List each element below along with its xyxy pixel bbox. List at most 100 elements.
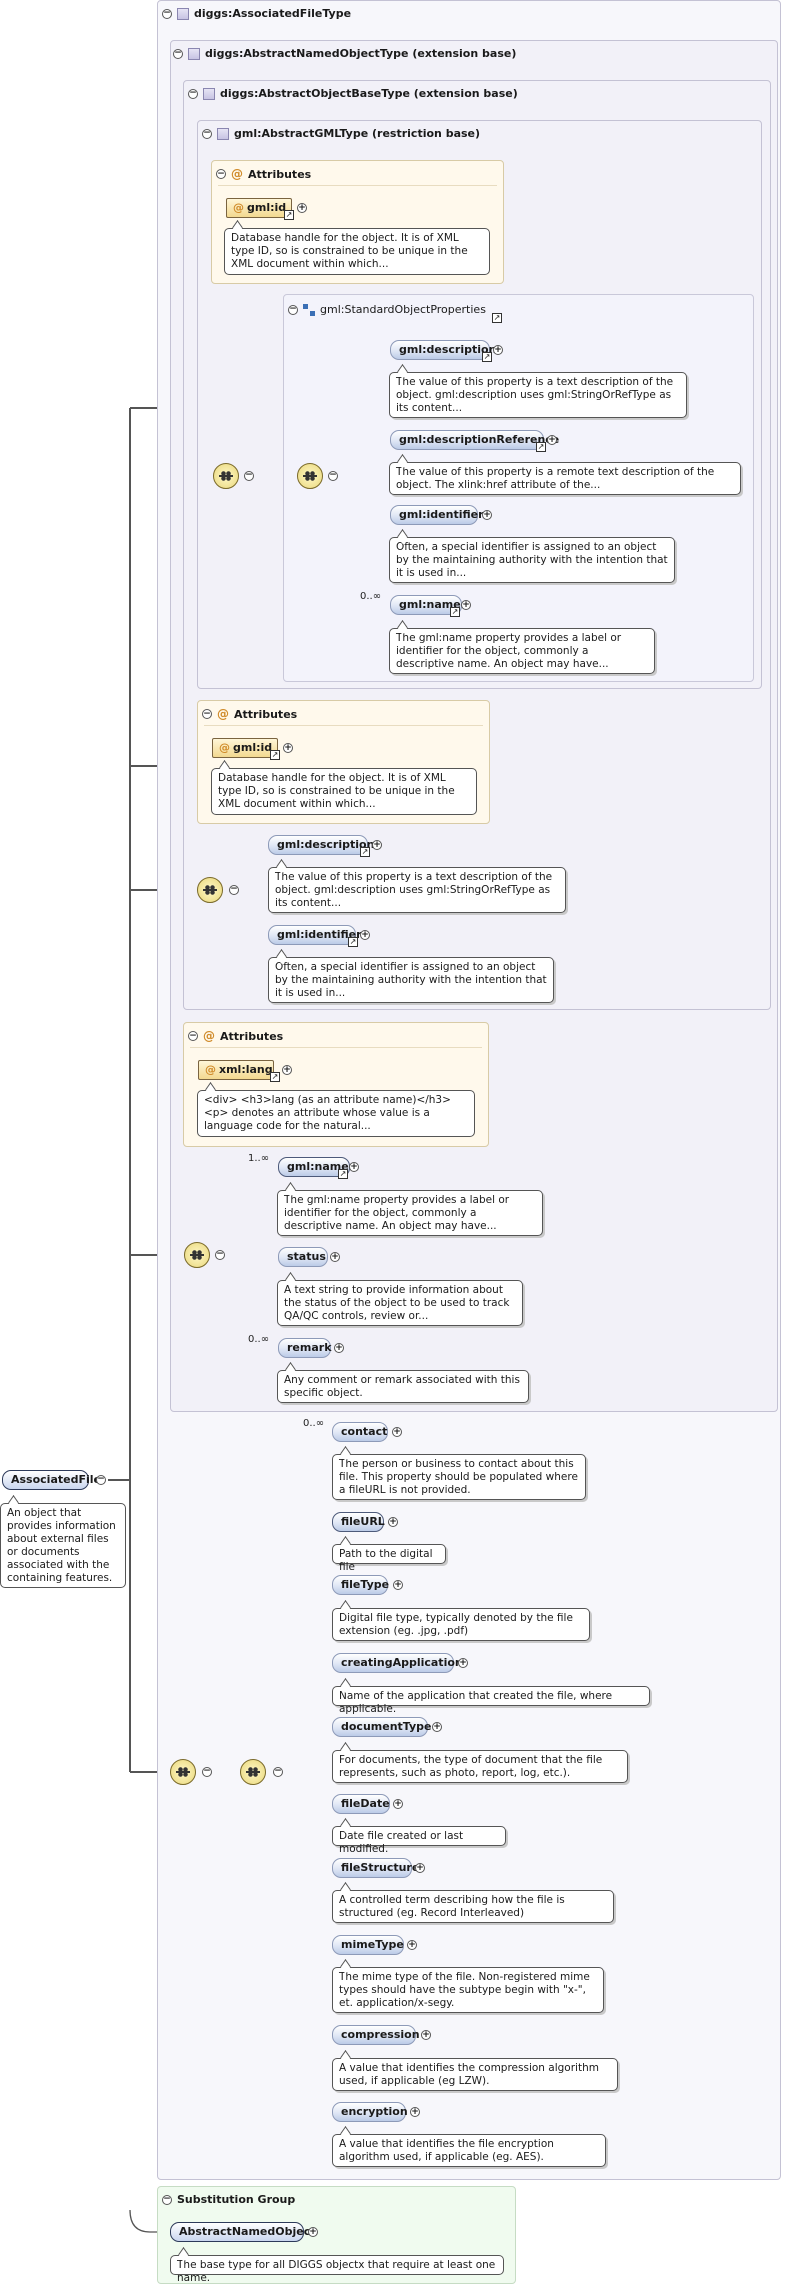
element-gml-description[interactable]: gml:description [268, 835, 374, 855]
cardinality-label: 0..∞ [360, 591, 382, 602]
root-element-associated-file[interactable]: AssociatedFile [2, 1470, 101, 1490]
collapse-toggle[interactable]: − [188, 88, 198, 99]
collapse-toggle[interactable]: − [328, 470, 338, 481]
reference-arrow-icon: ↗ [270, 750, 280, 760]
collapse-toggle[interactable]: − [173, 48, 183, 59]
attr-xml-lang[interactable]: xml:lang [198, 1060, 274, 1080]
collapse-toggle[interactable]: − [288, 304, 298, 315]
expand-plus-icon[interactable]: + [349, 1162, 359, 1172]
sequence-compositor-icon [170, 1759, 196, 1785]
element-gml-identifier[interactable]: gml:identifier [268, 925, 362, 945]
reference-arrow-icon: ↗ [536, 442, 546, 452]
element-file-structure[interactable]: fileStructure [332, 1858, 419, 1878]
cardinality-label: 1..∞ [248, 1153, 270, 1164]
complex-type-icon [203, 87, 215, 100]
collapse-toggle[interactable]: − [162, 8, 172, 19]
doc-file-structure: A controlled term describing how the fil… [332, 1890, 614, 1923]
element-gml-description[interactable]: gml:description [390, 340, 496, 360]
element-file-type[interactable]: fileType [332, 1575, 389, 1595]
expand-plus-icon[interactable]: + [493, 345, 503, 355]
expand-plus-icon[interactable]: + [372, 840, 382, 850]
doc-status: A text string to provide information abo… [277, 1280, 523, 1326]
element-abstract-named-object[interactable]: AbstractNamedObject [170, 2222, 315, 2242]
expand-plus-icon[interactable]: + [360, 930, 370, 940]
doc-gml-identifier: Often, a special identifier is assigned … [268, 957, 554, 1003]
type-title: diggs:AbstractNamedObjectType (extension… [205, 47, 517, 60]
element-file-date[interactable]: fileDate [332, 1794, 390, 1814]
expand-plus-icon[interactable]: + [308, 2227, 318, 2237]
doc-file-url: Path to the digital file [332, 1544, 446, 1573]
expand-plus-icon[interactable]: + [282, 1065, 292, 1075]
doc-remark: Any comment or remark associated with th… [277, 1370, 529, 1403]
expand-plus-icon[interactable]: + [407, 1940, 417, 1950]
collapse-toggle[interactable]: − [229, 884, 239, 895]
element-gml-name[interactable]: gml:name [278, 1157, 350, 1177]
expand-plus-icon[interactable]: + [482, 510, 492, 520]
element-file-url[interactable]: fileURL [332, 1512, 385, 1532]
attr-gml-id[interactable]: gml:id [226, 198, 292, 218]
attributes-label: Attributes [248, 167, 312, 181]
collapse-toggle[interactable]: − [273, 1766, 283, 1777]
attribute-icon: @ [203, 1029, 215, 1043]
complex-type-icon [217, 127, 229, 140]
attribute-icon: @ [231, 167, 243, 181]
expand-plus-icon[interactable]: + [393, 1799, 403, 1809]
element-mime-type[interactable]: mimeType [332, 1935, 404, 1955]
expand-plus-icon[interactable]: + [410, 2107, 420, 2117]
expand-plus-icon[interactable]: + [283, 743, 293, 753]
collapse-toggle[interactable]: − [188, 1030, 198, 1041]
reference-arrow-icon: ↗ [284, 210, 294, 220]
doc-compression: A value that identifies the compression … [332, 2058, 618, 2091]
substitution-group-label: Substitution Group [177, 2193, 296, 2206]
doc-gml-name: The gml:name property provides a label o… [277, 1190, 543, 1236]
expand-plus-icon[interactable]: + [330, 1252, 340, 1262]
element-gml-identifier[interactable]: gml:identifier [390, 505, 484, 525]
collapse-toggle[interactable]: − [216, 168, 226, 179]
doc-gml-description: The value of this property is a text des… [268, 867, 566, 913]
reference-arrow-icon: ↗ [348, 937, 358, 947]
attributes-label: Attributes [220, 1029, 284, 1043]
doc-document-type: For documents, the type of document that… [332, 1750, 628, 1783]
element-document-type[interactable]: documentType [332, 1717, 432, 1737]
expand-plus-icon[interactable]: + [388, 1517, 398, 1527]
expand-plus-icon[interactable]: + [334, 1343, 344, 1353]
element-encryption[interactable]: encryption [332, 2102, 408, 2122]
collapse-toggle[interactable]: − [202, 128, 212, 139]
type-title: diggs:AssociatedFileType [194, 7, 352, 20]
expand-plus-icon[interactable]: + [393, 1580, 403, 1590]
collapse-toggle[interactable]: − [162, 2194, 172, 2205]
reference-arrow-icon: ↗ [270, 1072, 280, 1082]
expand-plus-icon[interactable]: + [458, 1658, 468, 1668]
element-gml-name[interactable]: gml:name [390, 595, 462, 615]
collapse-toggle[interactable]: − [202, 1766, 212, 1777]
reference-arrow-icon: ↗ [482, 352, 492, 362]
doc-contact: The person or business to contact about … [332, 1454, 586, 1500]
expand-plus-icon[interactable]: + [547, 435, 557, 445]
collapse-toggle[interactable]: − [244, 470, 254, 481]
expand-plus-icon[interactable]: + [415, 1863, 425, 1873]
collapse-toggle[interactable]: − [215, 1249, 225, 1260]
doc-mime-type: The mime type of the file. Non-registere… [332, 1967, 604, 2013]
attr-gml-id[interactable]: gml:id [212, 738, 278, 758]
doc-xml-lang: <div> <h3>lang (as an attribute name)</h… [197, 1090, 475, 1137]
element-creating-application[interactable]: creatingApplication [332, 1653, 463, 1673]
doc-gml-name: The gml:name property provides a label o… [389, 628, 655, 674]
doc-creating-application: Name of the application that created the… [332, 1686, 650, 1715]
element-remark[interactable]: remark [278, 1338, 332, 1358]
collapse-toggle[interactable]: − [96, 1474, 106, 1485]
element-compression[interactable]: compression [332, 2025, 420, 2045]
cardinality-label: 0..∞ [248, 1334, 270, 1345]
expand-plus-icon[interactable]: + [432, 1722, 442, 1732]
element-contact[interactable]: contact [332, 1422, 388, 1442]
expand-plus-icon[interactable]: + [392, 1427, 402, 1437]
expand-plus-icon[interactable]: + [421, 2030, 431, 2040]
collapse-toggle[interactable]: − [202, 708, 212, 719]
doc-gml-id: Database handle for the object. It is of… [224, 228, 490, 275]
element-gml-description-reference[interactable]: gml:descriptionReference [390, 430, 559, 450]
element-status[interactable]: status [278, 1247, 328, 1267]
sequence-compositor-icon [213, 463, 239, 489]
cardinality-label: 0..∞ [303, 1418, 325, 1429]
expand-plus-icon[interactable]: + [297, 203, 307, 213]
doc-associated-file: An object that provides information abou… [0, 1503, 126, 1588]
expand-plus-icon[interactable]: + [461, 600, 471, 610]
